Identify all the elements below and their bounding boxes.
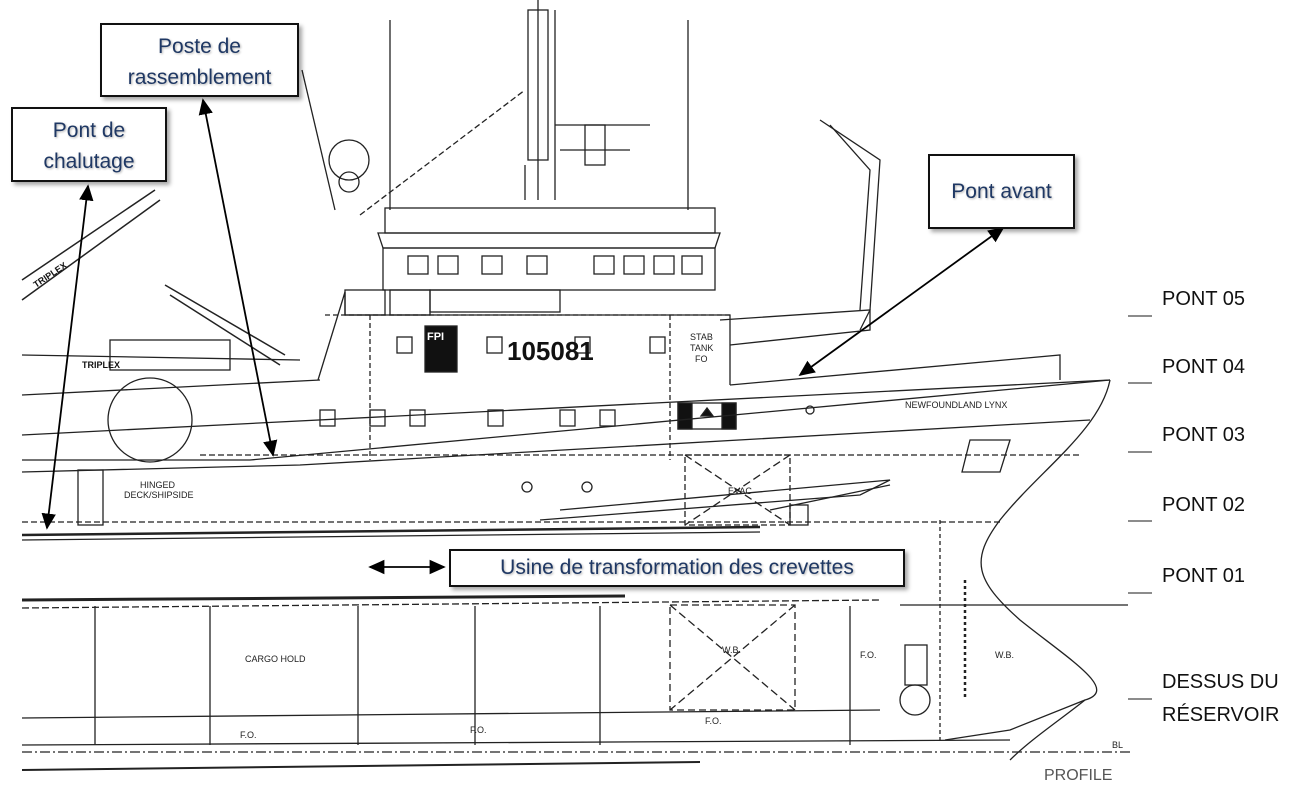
callout-muster-station: Poste de rassemblement xyxy=(100,23,299,97)
tank-top-line1: DESSUS DU xyxy=(1162,671,1279,693)
porthole-window xyxy=(559,409,576,427)
window xyxy=(653,255,675,275)
fpi-logo: FPI xyxy=(427,331,444,343)
deck-label-03: PONT 03 xyxy=(1162,424,1245,446)
window xyxy=(437,255,459,275)
porthole-window xyxy=(487,409,504,427)
fo-label-4: F.O. xyxy=(240,730,257,740)
arrow-trawl xyxy=(41,184,94,530)
evac-label: EVAC xyxy=(728,486,752,496)
wheelhouse xyxy=(325,207,730,316)
porthole-window xyxy=(599,409,616,427)
fo-label-1: F.O. xyxy=(860,650,877,660)
deck-label-tank-top: DESSUS DU RÉSERVOIR xyxy=(1162,666,1279,732)
arrow-muster xyxy=(198,98,278,457)
porthole-window xyxy=(319,409,336,427)
porthole-window xyxy=(409,409,426,427)
deck-label-01: PONT 01 xyxy=(1162,565,1245,587)
stab-tank-1: STAB xyxy=(690,332,713,342)
hinged-2: DECK/SHIPSIDE xyxy=(124,490,194,500)
arrow-foredeck xyxy=(798,226,1005,377)
stab-tank-3: FO xyxy=(695,354,708,364)
callout-foredeck: Pont avant xyxy=(928,154,1075,229)
porthole-window xyxy=(396,336,413,354)
window xyxy=(593,255,615,275)
deck-level-marks xyxy=(1128,315,1152,700)
superstructure xyxy=(317,291,815,460)
hull-number: 105081 xyxy=(507,336,594,366)
callout-trawl-line1: Pont de xyxy=(52,119,126,142)
porthole-window xyxy=(574,336,591,354)
callout-trawl-line2: chalutage xyxy=(43,150,135,173)
callout-shrimp-plant: Usine de transformation des crevettes xyxy=(449,549,905,587)
cargo-hold-label: CARGO HOLD xyxy=(245,654,306,664)
callout-muster-line1: Poste de xyxy=(158,35,241,58)
crane-brand-boom: TRIPLEX xyxy=(32,260,69,290)
stab-tank-2: TANK xyxy=(690,343,713,353)
window xyxy=(526,255,548,275)
deck-label-04: PONT 04 xyxy=(1162,356,1245,378)
window xyxy=(623,255,645,275)
crane-brand-deck: TRIPLEX xyxy=(82,360,120,370)
window xyxy=(681,255,703,275)
fo-label-3: F.O. xyxy=(470,725,487,735)
porthole-window xyxy=(369,409,386,427)
deck-label-05: PONT 05 xyxy=(1162,288,1245,310)
hull-lower xyxy=(21,520,1130,771)
callout-trawl-deck: Pont de chalutage xyxy=(11,107,167,182)
callout-muster-line2: rassemblement xyxy=(127,66,272,89)
porthole-window xyxy=(486,336,503,354)
fo-label-2: F.O. xyxy=(705,716,722,726)
vessel-name: NEWFOUNDLAND LYNX xyxy=(905,400,1007,410)
deck-label-02: PONT 02 xyxy=(1162,494,1245,516)
wb-label-1: W.B. xyxy=(722,645,741,655)
profile-label: PROFILE xyxy=(1044,767,1112,784)
porthole-window xyxy=(649,336,666,354)
tank-top-line2: RÉSERVOIR xyxy=(1162,704,1280,726)
mast xyxy=(301,0,689,216)
hinged-1: HINGED xyxy=(140,480,176,490)
window xyxy=(481,255,503,275)
wb-label-2: W.B. xyxy=(995,650,1014,660)
bl-label: BL xyxy=(1112,740,1123,750)
window xyxy=(407,255,429,275)
